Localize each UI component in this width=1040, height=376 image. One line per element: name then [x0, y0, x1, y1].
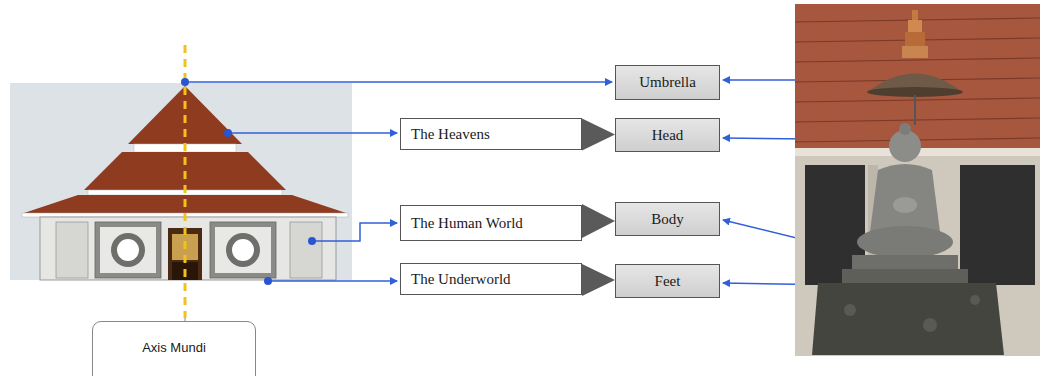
triangle-connector	[582, 119, 615, 151]
box-label: Body	[651, 211, 684, 228]
triangle-connector	[582, 204, 615, 238]
statue-photo	[795, 4, 1040, 356]
triangle-connector	[582, 264, 615, 296]
realm-box: The Underworld	[400, 263, 582, 295]
box-label: The Heavens	[411, 126, 490, 143]
box-label: Axis Mundi	[142, 340, 206, 355]
box-label: The Underworld	[411, 271, 511, 288]
realm-box: The Human World	[400, 205, 582, 241]
leader-dots	[181, 78, 316, 285]
box-label: The Human World	[411, 215, 523, 232]
part-box: Umbrella	[615, 65, 720, 100]
part-box: Feet	[615, 264, 720, 298]
part-box: Head	[615, 118, 720, 152]
box-label: Feet	[655, 273, 681, 290]
box-label: Umbrella	[639, 74, 696, 91]
callout-box: Axis Mundi	[92, 321, 256, 376]
part-box: Body	[615, 202, 720, 236]
building-drawing	[10, 83, 352, 280]
realm-box: The Heavens	[400, 118, 582, 150]
box-label: Head	[652, 127, 684, 144]
